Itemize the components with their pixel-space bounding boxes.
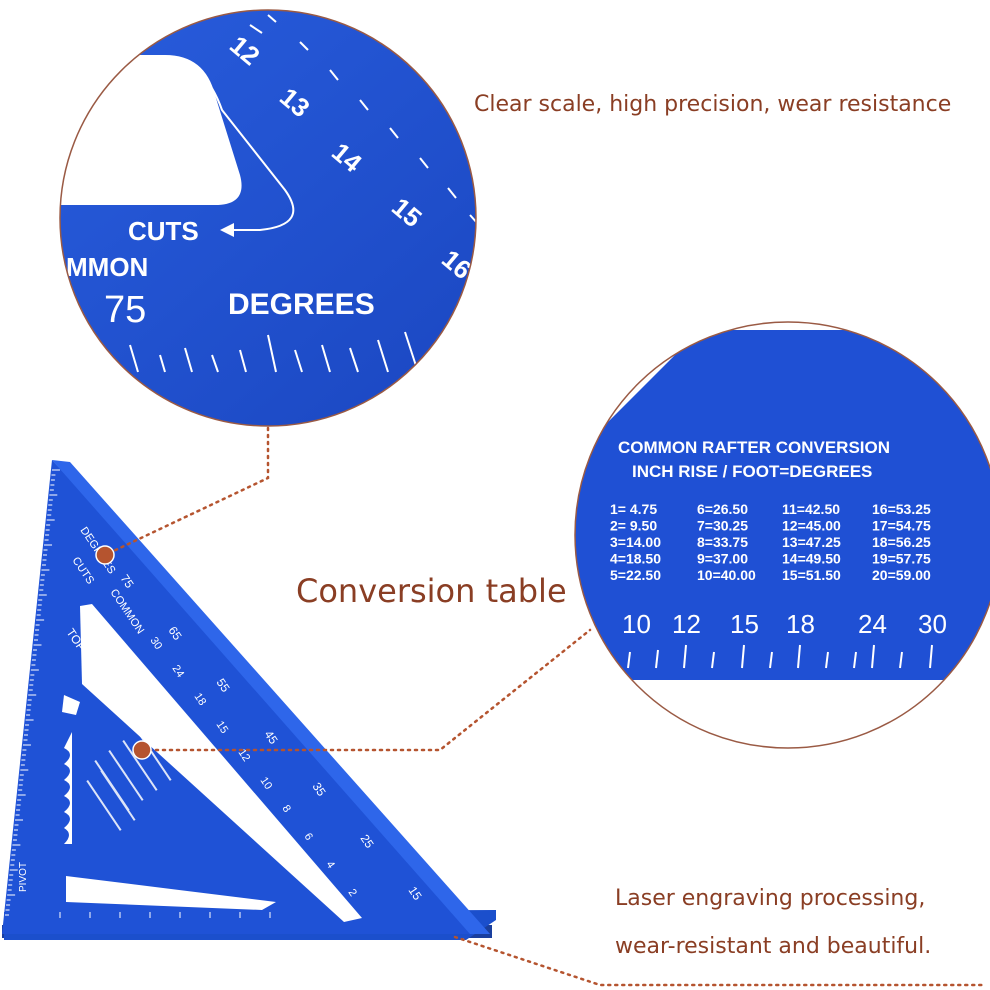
edge-ruler-number: 15 [23, 527, 35, 539]
edge-ruler-number: 14 [21, 551, 33, 563]
table-cell: 16=53.25 [872, 501, 931, 517]
inner-scale-number: 10 [258, 775, 275, 792]
caption-scale: Clear scale, high precision, wear resist… [474, 92, 952, 117]
inner-scale-number: 4 [324, 859, 337, 871]
zoom-circle-scale: 12 13 14 15 16 CUTS MMON 75 DEGREES [59, 9, 477, 427]
table-cell: 14=49.50 [782, 551, 841, 567]
edge-ruler-number: 6 [0, 753, 10, 759]
scale-number: 12 [672, 609, 701, 639]
table-cell: 9=37.00 [697, 551, 748, 567]
edge-ruler-number: 9 [7, 680, 19, 686]
zoom-cuts-label: CUTS [128, 216, 199, 246]
edge-ruler-number: 16 [26, 502, 38, 514]
caption-laser-line1: Laser engraving processing, [615, 886, 926, 911]
edge-ruler-number: 10 [9, 649, 21, 661]
inner-scale-number: 6 [302, 831, 315, 843]
table-cell: 3=14.00 [610, 534, 661, 550]
zoom-common-label: MMON [66, 252, 148, 282]
caption-laser-line2: wear-resistant and beautiful. [615, 934, 932, 959]
edge-ruler-number: 17 [29, 478, 41, 490]
inner-scale-number: 30 [148, 635, 165, 652]
table-cell: 10=40.00 [697, 567, 756, 583]
edge-ruler-number: 5 [0, 778, 7, 784]
inner-scale-number: 24 [170, 663, 187, 680]
scale-number: 30 [918, 609, 947, 639]
speed-square: 1716151413121110987654321 75655545352515… [0, 460, 496, 949]
inner-scale-number: 15 [214, 719, 231, 736]
conversion-table: 1= 4.75 6=26.50 11=42.50 16=53.25 2= 9.50 7=3… [610, 501, 931, 583]
inner-scale-number: 18 [192, 691, 209, 708]
edge-ruler-number: 11 [12, 626, 24, 637]
scale-number: 24 [858, 609, 887, 639]
table-cell: 20=59.00 [872, 567, 931, 583]
table-cell: 17=54.75 [872, 518, 931, 534]
scale-number: 18 [786, 609, 815, 639]
edge-ruler-number: 3 [0, 827, 2, 833]
table-cell: 8=33.75 [697, 534, 748, 550]
leader-dot [132, 740, 152, 760]
table-title-2: INCH RISE / FOOT=DEGREES [632, 462, 872, 481]
zoom-angle-75: 75 [104, 289, 146, 331]
table-cell: 2= 9.50 [610, 518, 657, 534]
table-cell: 15=51.50 [782, 567, 841, 583]
zoom-circle-table: COMMON RAFTER CONVERSION INCH RISE / FOO… [574, 321, 990, 749]
square-pivot-label: PIVOT [18, 862, 29, 892]
edge-ruler-number: 4 [0, 802, 5, 808]
table-cell: 18=56.25 [872, 534, 931, 550]
table-cell: 19=57.75 [872, 551, 931, 567]
edge-ruler-number: 8 [4, 704, 16, 710]
table-cell: 13=47.25 [782, 534, 841, 550]
zoom-degrees-label: DEGREES [228, 288, 375, 321]
edge-ruler-number: 7 [1, 729, 13, 735]
scale-number: 15 [730, 609, 759, 639]
edge-ruler-number: 13 [18, 576, 30, 588]
scale-number: 10 [622, 609, 651, 639]
leader-dot [95, 545, 115, 565]
leader-lines [103, 426, 987, 987]
table-cell: 11=42.50 [782, 501, 840, 517]
table-title-1: COMMON RAFTER CONVERSION [618, 438, 890, 457]
table-cell: 4=18.50 [610, 551, 661, 567]
conversion-scale: 10 12 15 18 24 30 [622, 609, 947, 639]
caption-conversion: Conversion table [296, 572, 567, 610]
inner-scale-number: 2 [346, 887, 359, 899]
inner-scale-number: 8 [280, 803, 293, 815]
table-cell: 6=26.50 [697, 501, 748, 517]
table-cell: 7=30.25 [697, 518, 748, 534]
table-cell: 5=22.50 [610, 567, 661, 583]
edge-ruler-number: 12 [15, 600, 27, 612]
table-cell: 1= 4.75 [610, 501, 657, 517]
table-cell: 12=45.00 [782, 518, 841, 534]
